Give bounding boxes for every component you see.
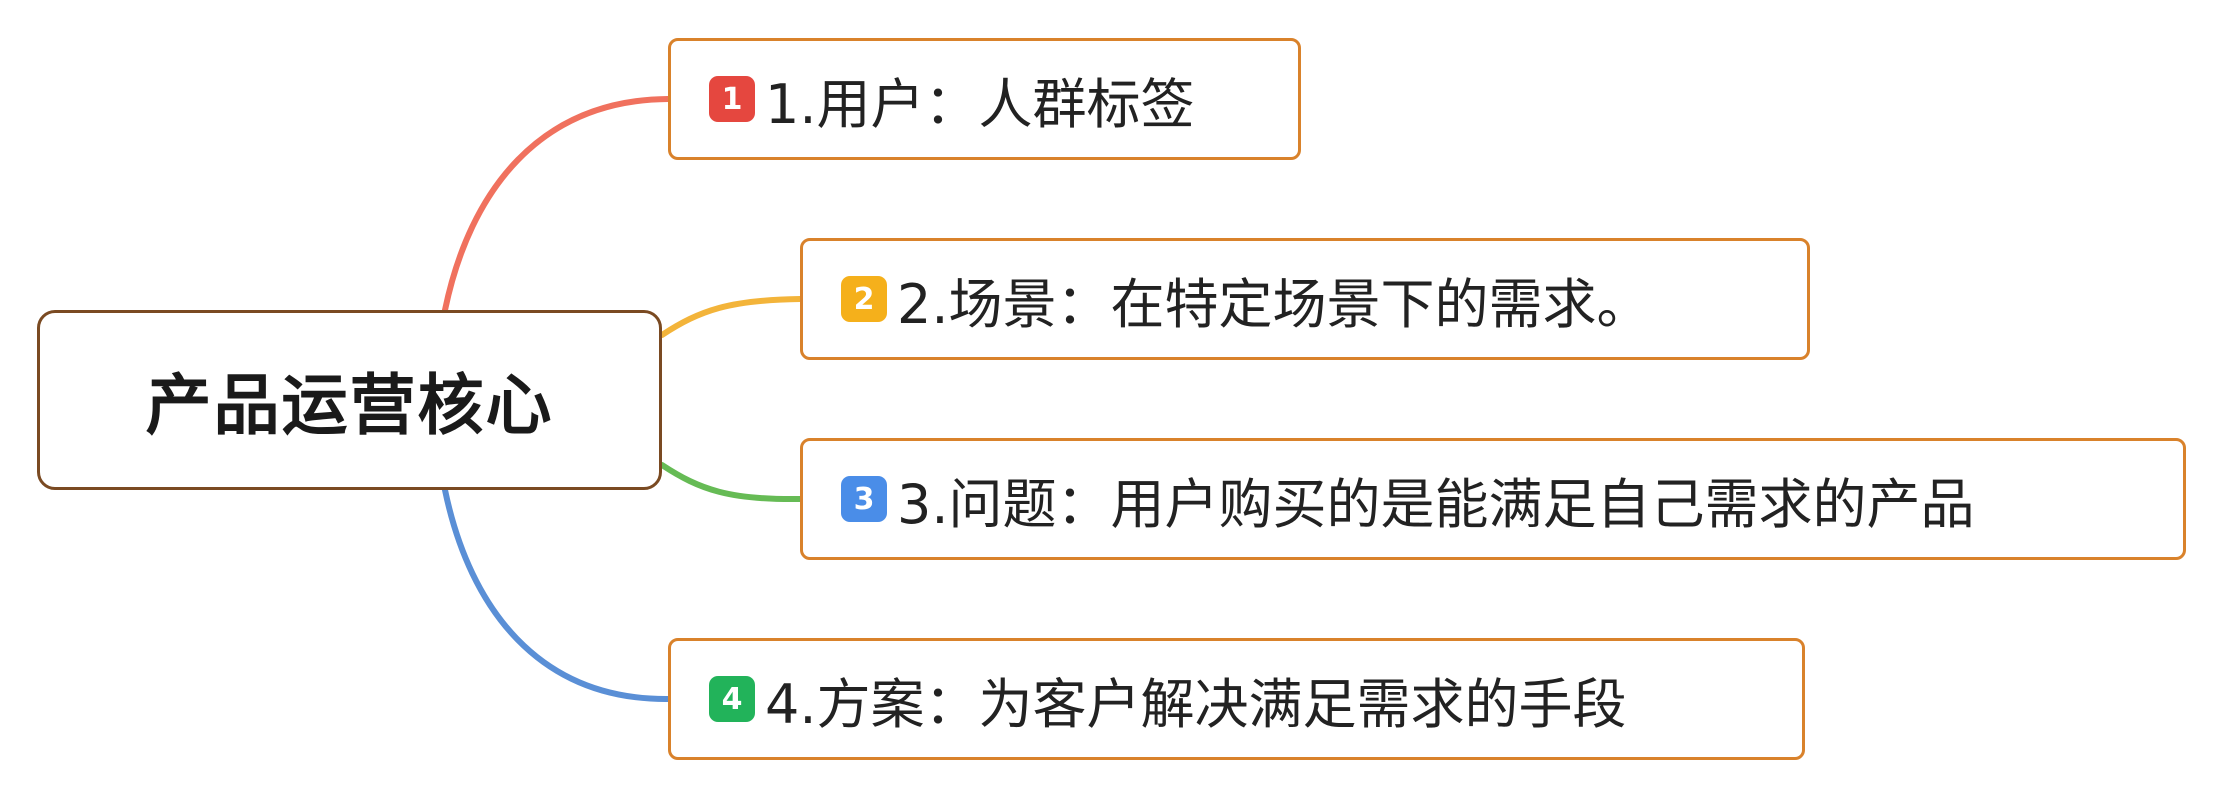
connector-line-3 [659, 462, 803, 503]
central-topic-label: 产品运营核心 [145, 366, 554, 444]
priority-3-badge-icon: 3 [841, 476, 887, 522]
branch-node-scene[interactable]: 2 2.场景：在特定场景下的需求。 [800, 238, 1810, 360]
branch-label-scene: 2.场景：在特定场景下的需求。 [897, 272, 1651, 336]
branch-label-problem: 3.问题：用户购买的是能满足自己需求的产品 [897, 472, 1975, 536]
priority-2-badge-icon: 2 [841, 276, 887, 322]
priority-4-badge-icon: 4 [709, 676, 755, 722]
connector-line-4 [442, 487, 671, 703]
central-topic-node[interactable]: 产品运营核心 [37, 310, 662, 490]
branch-node-solution[interactable]: 4 4.方案：为客户解决满足需求的手段 [668, 638, 1805, 760]
branch-node-problem[interactable]: 3 3.问题：用户购买的是能满足自己需求的产品 [800, 438, 2186, 560]
connector-line-1 [442, 96, 671, 313]
branch-label-user: 1.用户：人群标签 [765, 72, 1195, 136]
priority-1-badge-icon: 1 [709, 76, 755, 122]
branch-label-solution: 4.方案：为客户解决满足需求的手段 [765, 672, 1627, 736]
connector-line-2 [659, 296, 803, 338]
branch-node-user[interactable]: 1 1.用户：人群标签 [668, 38, 1301, 160]
